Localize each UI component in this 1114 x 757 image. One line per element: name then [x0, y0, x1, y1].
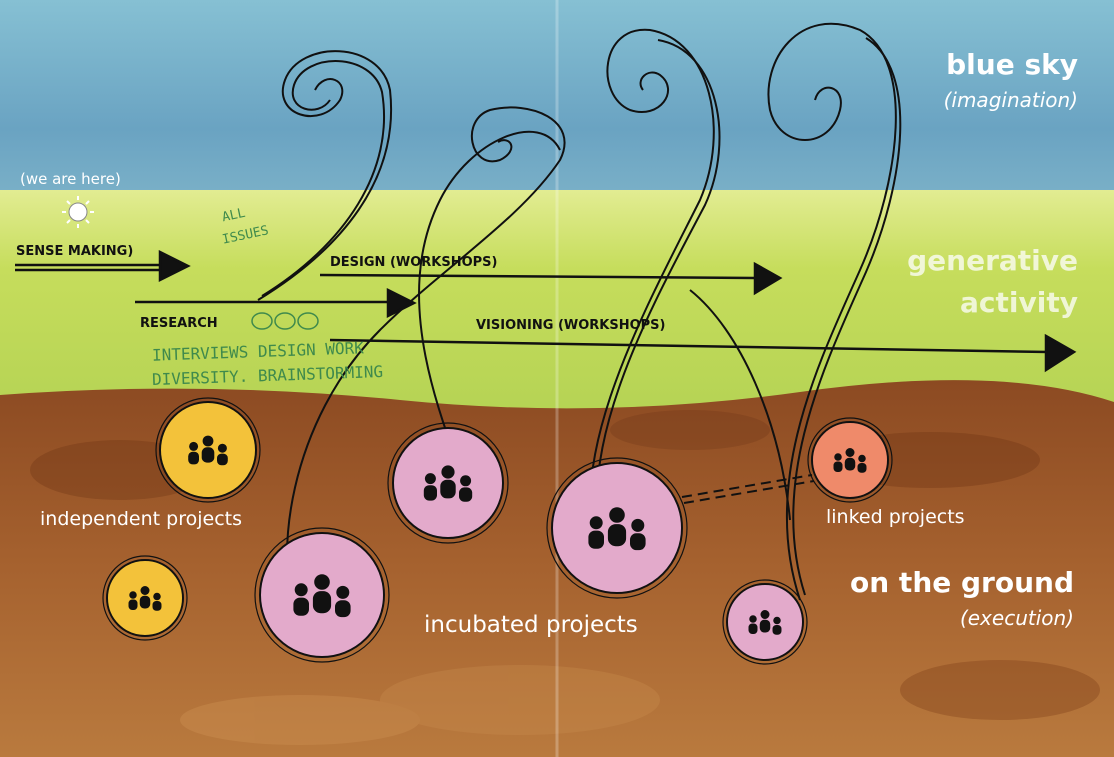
design-label: DESIGN (WORKSHOPS) [330, 255, 498, 270]
independent-projects-label: independent projects [40, 508, 242, 530]
visioning-label: VISIONING (WORKSHOPS) [476, 318, 665, 333]
sense-making-label: SENSE MAKING) [16, 244, 133, 259]
linked-projects-label: linked projects [826, 506, 965, 528]
we-are-here-label: (we are here) [20, 170, 121, 188]
research-label: RESEARCH [140, 316, 218, 331]
sky-subtitle: (imagination) [944, 88, 1078, 112]
sky-title: blue sky [946, 48, 1078, 81]
generative-title-line1: generative [907, 244, 1078, 277]
ground-title: on the ground [850, 566, 1074, 599]
incubated-projects-label: incubated projects [424, 612, 638, 638]
generative-title-line2: activity [960, 286, 1078, 319]
ground-subtitle: (execution) [960, 606, 1074, 630]
